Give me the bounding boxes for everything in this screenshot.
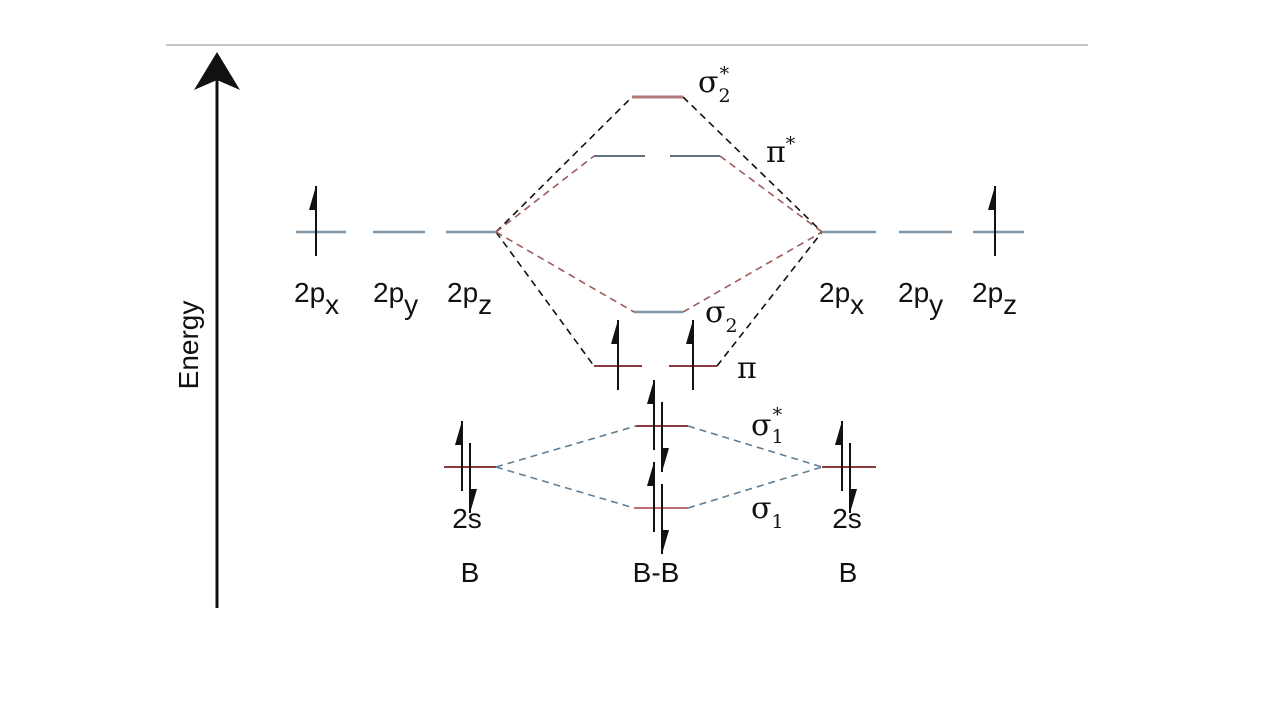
- svg-text:2px: 2px: [819, 277, 864, 320]
- right-2s-label: 2s: [832, 503, 862, 534]
- molecule-label: B-B: [633, 557, 680, 588]
- energy-axis: Energy: [173, 52, 240, 608]
- sigma2-star-label: σ2*: [698, 63, 731, 107]
- sigma1-star-label: σ1*: [751, 404, 784, 448]
- svg-text:2px: 2px: [294, 277, 339, 320]
- spin-up-arrow-icon: [646, 379, 655, 451]
- spin-up-arrow-icon: [987, 185, 996, 257]
- svg-text:2pz: 2pz: [972, 277, 1017, 320]
- svg-text:2py: 2py: [373, 277, 418, 320]
- pi-label: π: [737, 351, 757, 386]
- spin-up-arrow-icon: [308, 185, 317, 257]
- energy-label: Energy: [173, 301, 204, 390]
- spin-down-arrow-icon: [661, 483, 670, 555]
- sigma1-label: σ1: [751, 491, 784, 533]
- spin-down-arrow-icon: [661, 401, 670, 473]
- svg-text:2py: 2py: [898, 277, 943, 320]
- correlation-lines: [495, 96, 823, 509]
- right-atom-label: B: [839, 557, 858, 588]
- pi-star-label: π*: [766, 133, 796, 170]
- right-2p-labels: 2px 2py 2pz: [819, 277, 1017, 320]
- left-atom-label: B: [461, 557, 480, 588]
- left-2p-labels: 2px 2py 2pz: [294, 277, 492, 320]
- left-2s-label: 2s: [452, 503, 482, 534]
- arrowhead-icon: [194, 52, 240, 90]
- sigma2-label: σ2: [705, 295, 738, 337]
- spin-up-arrow-icon: [610, 319, 619, 391]
- spin-up-arrow-icon: [454, 420, 463, 492]
- spin-up-arrow-icon: [685, 319, 694, 391]
- spin-up-arrow-icon: [834, 420, 843, 492]
- svg-text:2pz: 2pz: [447, 277, 492, 320]
- spin-up-arrow-icon: [646, 461, 655, 533]
